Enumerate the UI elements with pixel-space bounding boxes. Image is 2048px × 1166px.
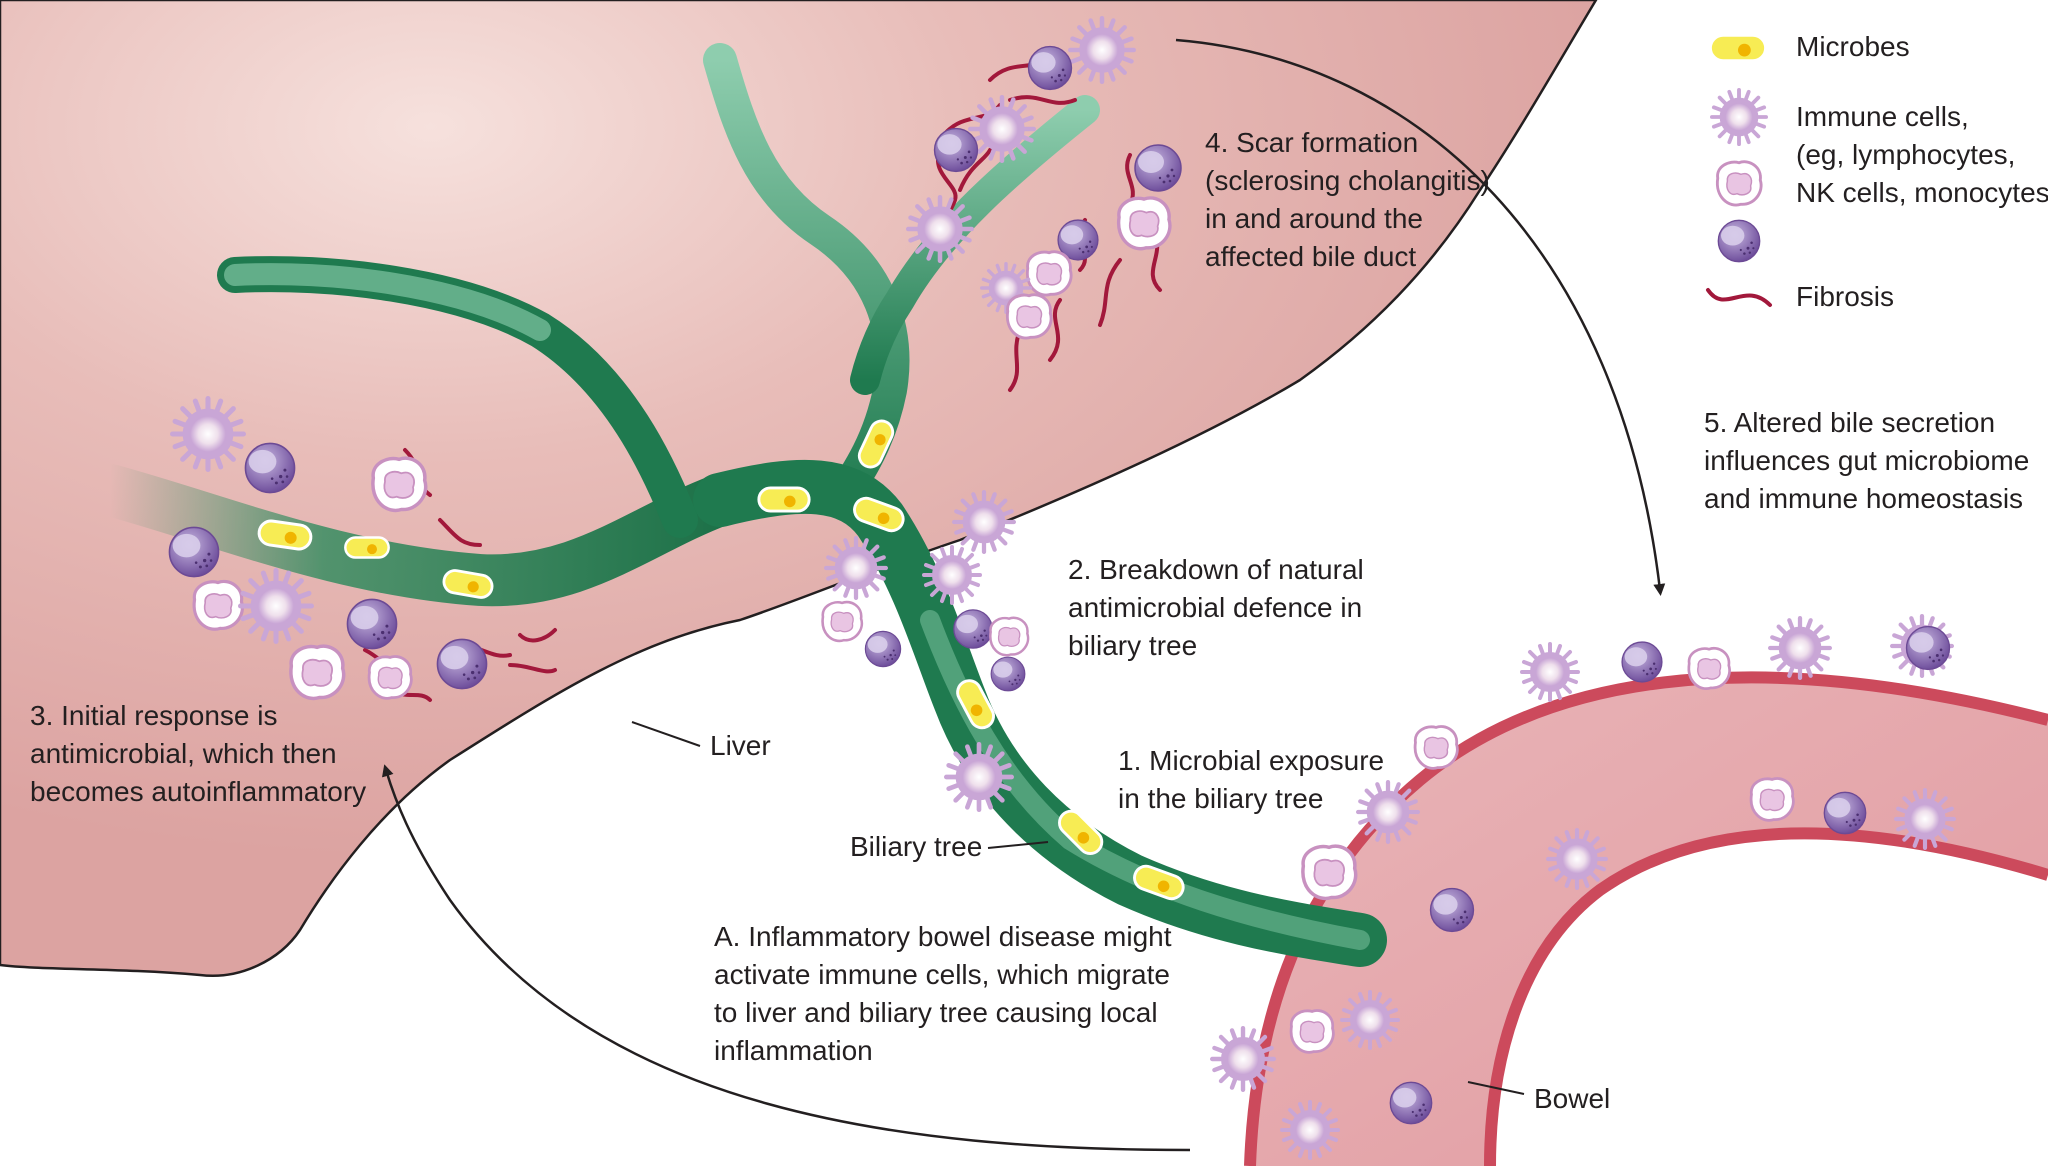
round-immune-cell-icon — [1905, 625, 1951, 671]
round-immune-cell-icon — [436, 638, 488, 690]
spiky-immune-cell-icon — [1896, 790, 1954, 848]
microbe-icon — [757, 486, 811, 513]
spiky-immune-cell-icon — [1548, 830, 1606, 888]
microbe-icon — [344, 536, 390, 559]
biliary-tree — [84, 43, 1387, 967]
step1-label: 1. Microbial exposure in the biliary tre… — [1118, 745, 1385, 814]
fibrosis-icon — [1706, 288, 1772, 307]
arrows — [381, 38, 1666, 1152]
leader-lines — [631, 721, 1525, 1095]
bowel-label: Bowel — [1534, 1083, 1611, 1114]
spiky-immune-cell-icon — [1340, 990, 1400, 1050]
step5-label: 5. Altered bile secretion influences gut… — [1704, 407, 2030, 514]
pale-immune-cell-icon — [1025, 250, 1073, 297]
spiky-immune-cell-icon — [1710, 88, 1768, 146]
spiky-immune-cell-icon — [954, 492, 1014, 552]
pale-immune-cell-icon — [289, 644, 346, 701]
stepA-label: A. Inflammatory bowel disease might acti… — [714, 921, 1172, 1066]
legend-immune-cells-label: Immune cells, (eg, lymphocytes, NK cells… — [1796, 101, 2048, 208]
spiky-immune-cell-icon — [908, 197, 971, 260]
step4-label: 4. Scar formation (sclerosing cholangiti… — [1205, 127, 1490, 272]
pale-immune-cell-icon — [367, 655, 413, 700]
microbe-icon — [1708, 33, 1768, 63]
pale-immune-cell-icon — [989, 616, 1030, 657]
spiky-immune-cell-icon — [1520, 642, 1580, 702]
round-immune-cell-icon — [933, 127, 979, 173]
pale-immune-cell-icon — [192, 579, 245, 631]
round-immune-cell-icon — [346, 598, 398, 650]
step3-label: 3. Initial response is antimicrobial, wh… — [30, 700, 367, 807]
spiky-immune-cell-icon — [1070, 18, 1133, 81]
pale-immune-cell-icon — [1749, 777, 1795, 822]
legend-icons — [1706, 33, 1772, 307]
step2-label: 2. Breakdown of natural antimicrobial de… — [1068, 554, 1364, 661]
arrow-icon — [1175, 38, 1666, 596]
pale-immune-cell-icon — [1005, 293, 1053, 340]
spiky-immune-cell-icon — [241, 571, 312, 642]
round-immune-cell-icon — [244, 442, 296, 494]
round-immune-cell-icon — [864, 630, 902, 668]
spiky-immune-cell-icon — [946, 744, 1011, 809]
spiky-immune-cell-icon — [173, 399, 244, 470]
spiky-immune-cell-icon — [1212, 1028, 1274, 1090]
pale-immune-cell-icon — [1289, 1009, 1335, 1054]
round-immune-cell-icon — [953, 609, 993, 649]
legend-fibrosis-label: Fibrosis — [1796, 281, 1895, 312]
pale-immune-cell-icon — [371, 456, 428, 513]
legend-microbes-label: Microbes — [1796, 31, 1910, 62]
bowel-inner-rim — [1484, 827, 2048, 1166]
spiky-immune-cell-icon — [922, 545, 982, 605]
biliary-tree-label: Biliary tree — [850, 831, 983, 862]
liver-label: Liver — [710, 730, 771, 761]
round-immune-cell-icon — [1717, 219, 1761, 263]
pale-immune-cell-icon — [1116, 196, 1172, 251]
spiky-immune-cell-icon — [970, 97, 1033, 160]
pale-immune-cell-icon — [821, 600, 864, 643]
pale-immune-cell-icon — [1715, 160, 1763, 207]
spiky-immune-cell-icon — [1280, 1100, 1340, 1160]
spiky-immune-cell-icon — [1770, 618, 1830, 678]
pale-immune-cell-icon — [1301, 844, 1358, 901]
round-immune-cell-icon — [1823, 791, 1867, 835]
arrow-icon — [381, 764, 1191, 1152]
round-immune-cell-icon — [168, 526, 220, 578]
spiky-immune-cell-icon — [826, 538, 886, 598]
round-immune-cell-icon — [990, 656, 1026, 692]
round-immune-cell-icon — [1134, 144, 1182, 192]
round-immune-cell-icon — [1621, 641, 1663, 683]
round-immune-cell-icon — [1027, 45, 1073, 91]
round-immune-cell-icon — [1429, 887, 1475, 933]
pale-immune-cell-icon — [1687, 646, 1731, 690]
pale-immune-cell-icon — [1413, 725, 1459, 770]
round-immune-cell-icon — [1389, 1081, 1433, 1125]
